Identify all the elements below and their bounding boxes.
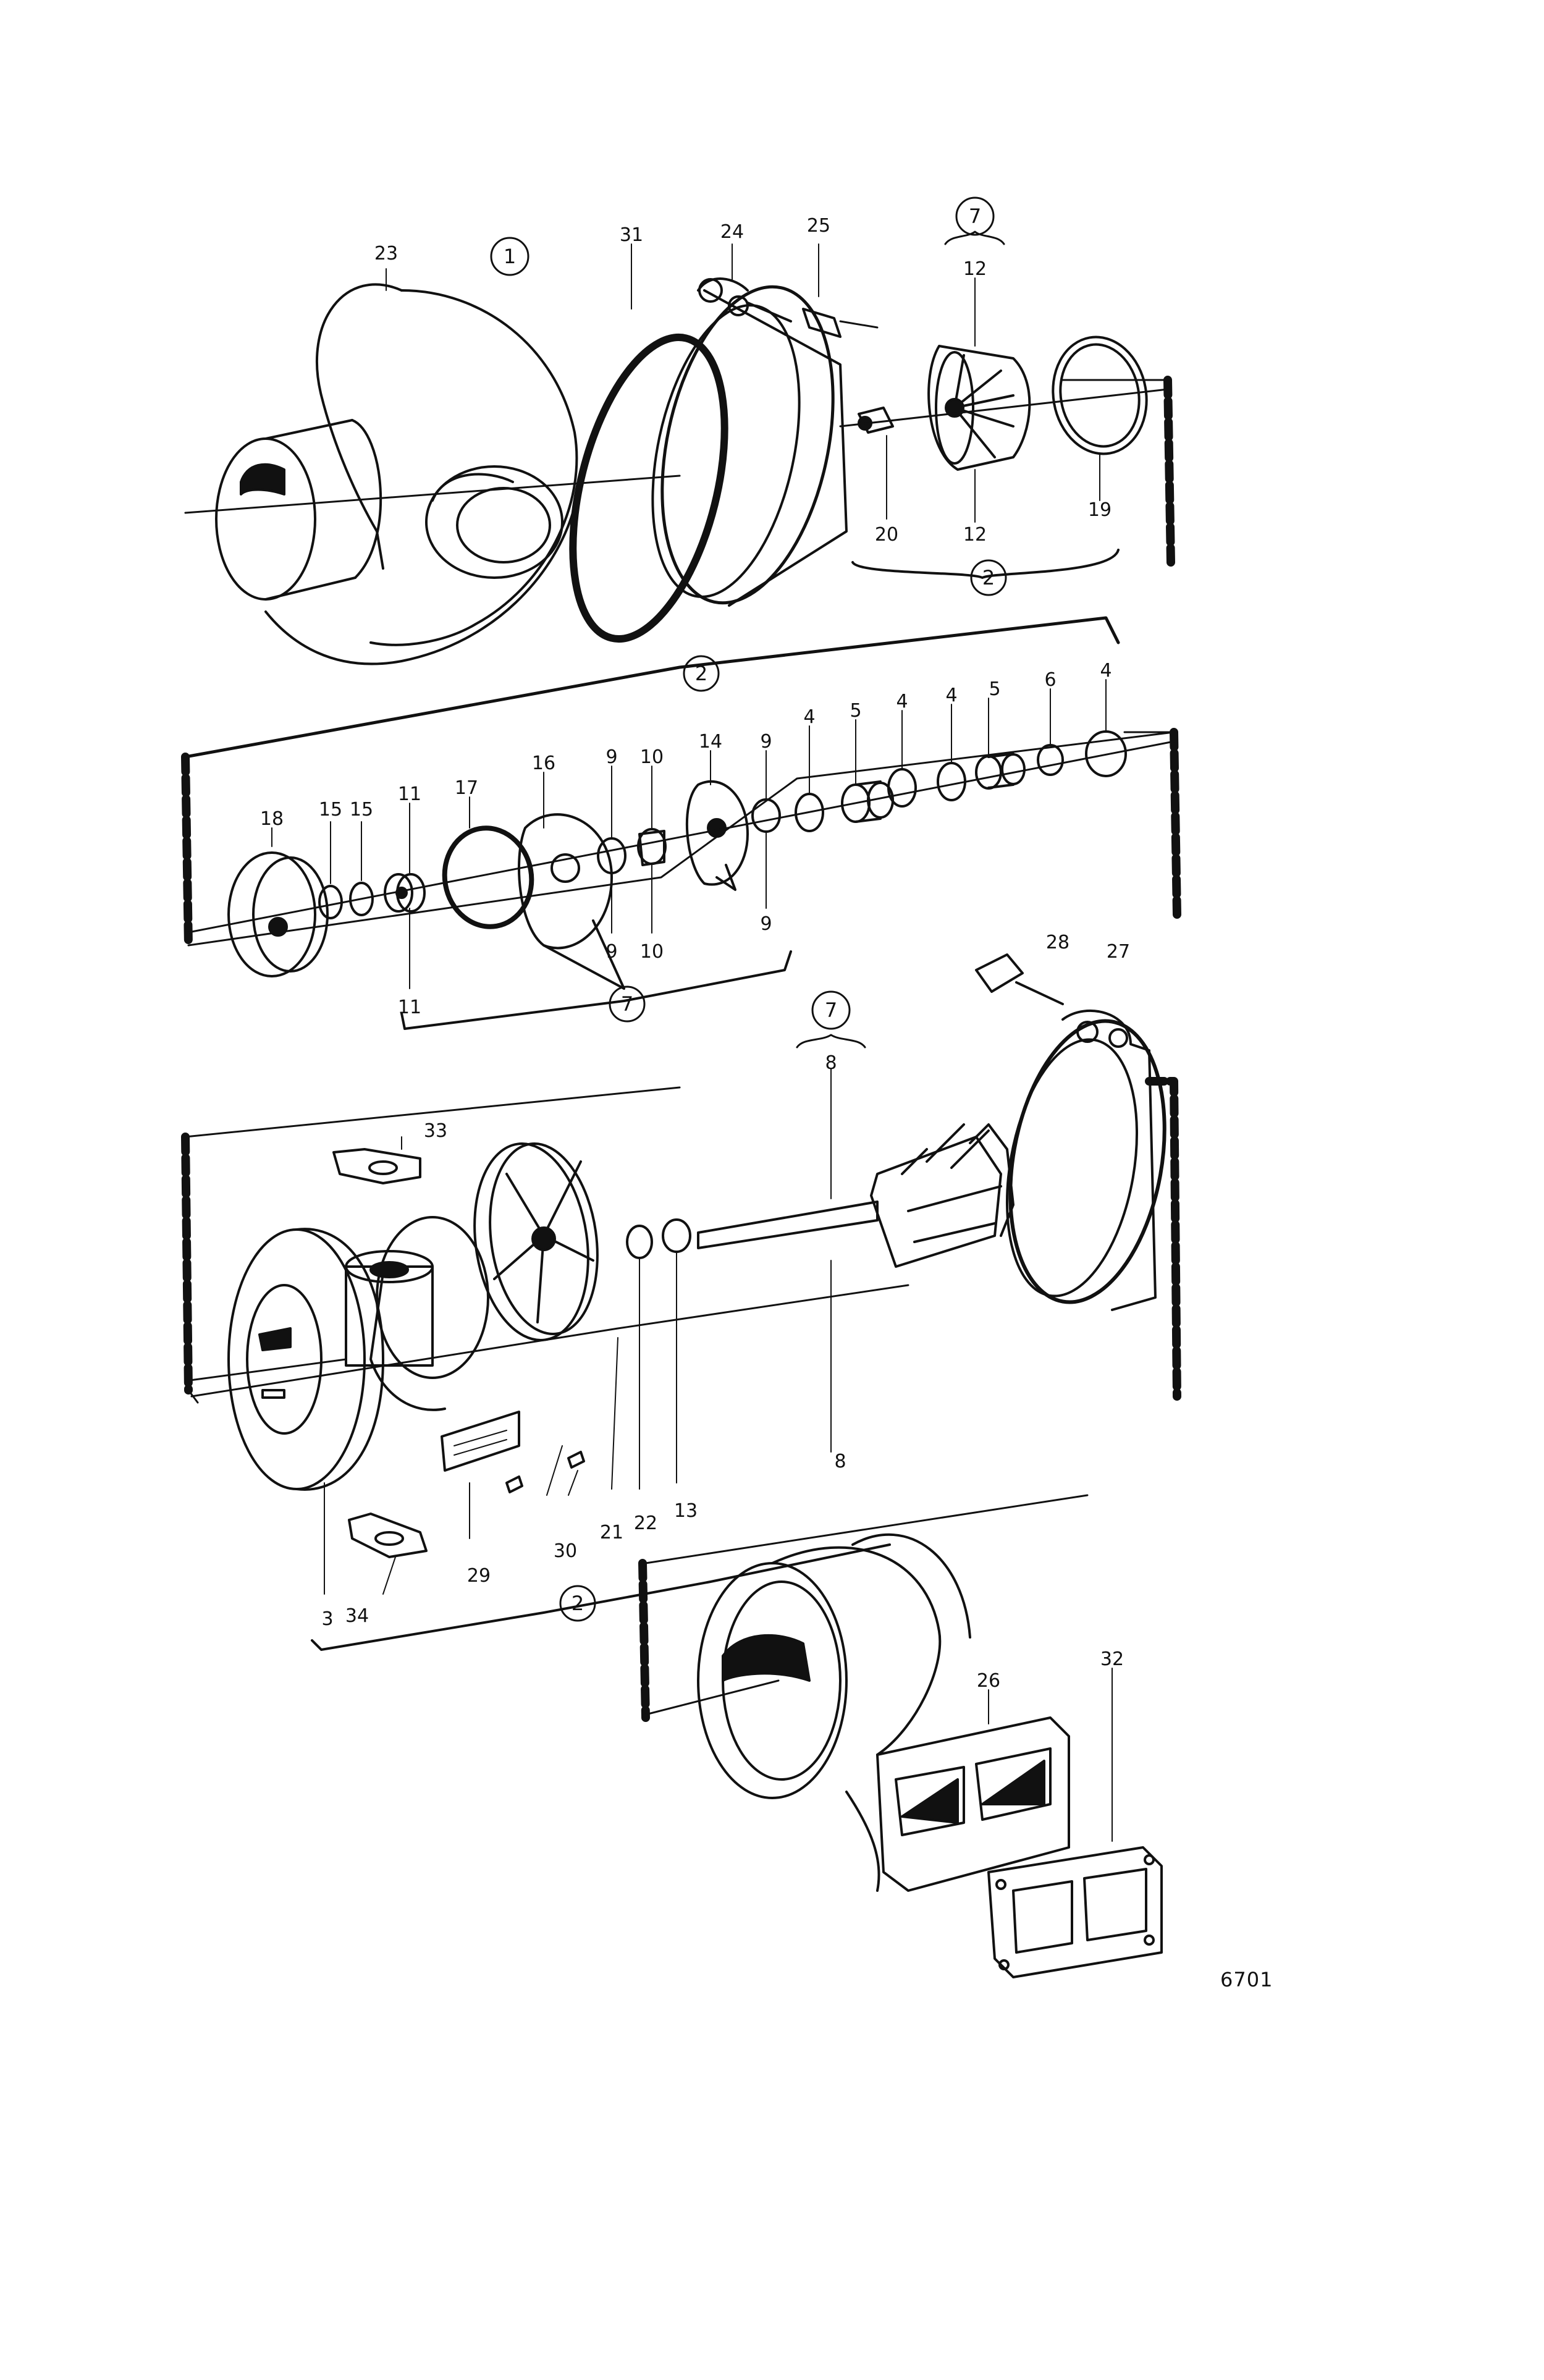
washer-9b — [751, 798, 781, 833]
compressor-wheel-12 — [927, 345, 1031, 471]
circlip-4b — [887, 768, 917, 808]
label-12b: 12 — [963, 524, 987, 546]
label-20: 20 — [875, 524, 898, 546]
label-10b: 10 — [640, 941, 664, 963]
label-33: 33 — [424, 1120, 447, 1142]
circlip-4c — [937, 762, 966, 801]
label-4a: 4 — [803, 706, 815, 728]
label-19: 19 — [1088, 499, 1112, 521]
label-8a: 8 — [825, 1052, 837, 1074]
compressor-cover-23 — [184, 283, 681, 665]
label-30: 30 — [554, 1540, 577, 1562]
v-band-clamp-27 — [1005, 1010, 1166, 1311]
svg-text:2: 2 — [572, 1592, 584, 1615]
o-ring-31 — [569, 333, 728, 643]
nut-25 — [802, 308, 879, 338]
group-marker-7b: 7 — [609, 985, 646, 1023]
piston-ring-15b — [349, 882, 374, 916]
label-25: 25 — [807, 215, 830, 237]
figure-number: 6701 — [1220, 1968, 1273, 1991]
label-17: 17 — [455, 777, 478, 799]
label-4c: 4 — [945, 685, 957, 706]
svg-text:7: 7 — [621, 992, 633, 1016]
label-34: 34 — [345, 1605, 369, 1627]
label-14: 14 — [699, 731, 722, 753]
label-29: 29 — [467, 1565, 491, 1587]
group-marker-2c: 2 — [559, 1585, 596, 1622]
piston-ring-15a — [318, 885, 343, 919]
label-27: 27 — [1107, 941, 1130, 963]
data-plate-29 — [441, 1411, 520, 1472]
group-marker-7c: 7 — [796, 990, 866, 1049]
thrust-bearing-14 — [685, 780, 749, 891]
label-15a: 15 — [319, 799, 342, 821]
group-marker-1: 1 — [490, 237, 529, 276]
seal-ring-13 — [662, 1218, 691, 1253]
label-15b: 15 — [350, 799, 373, 821]
label-9a: 9 — [605, 746, 617, 768]
section-compressor-housing — [184, 243, 1175, 665]
label-3: 3 — [321, 1608, 333, 1630]
section-center-housing — [181, 953, 1181, 1651]
label-21: 21 — [600, 1522, 623, 1543]
circlip-19 — [1052, 335, 1148, 455]
label-28: 28 — [1046, 932, 1069, 953]
label-26: 26 — [977, 1670, 1000, 1692]
part-labels: 23 31 24 25 12 12 20 19 18 15 15 11 11 1… — [260, 215, 1130, 1692]
label-10a: 10 — [640, 746, 664, 768]
oil-gasket-33 — [332, 1148, 421, 1184]
svg-text:1: 1 — [504, 245, 516, 268]
label-9c: 9 — [760, 731, 772, 753]
group-marker-2b: 2 — [683, 655, 720, 692]
label-5a: 5 — [850, 700, 861, 722]
sleeve-10 — [637, 828, 667, 866]
group-marker-2a: 2 — [970, 559, 1007, 596]
v-band-clamp-24 — [651, 277, 848, 607]
label-32: 32 — [1100, 1648, 1124, 1670]
label-8b: 8 — [834, 1451, 846, 1472]
rivets-30 — [505, 1451, 585, 1493]
turbine-housing-26 — [697, 1533, 1070, 1892]
label-9b: 9 — [605, 941, 617, 963]
section-bearing-kit — [181, 616, 1181, 1030]
o-ring-17 — [442, 825, 534, 929]
svg-text:7: 7 — [969, 205, 981, 228]
label-12a: 12 — [963, 258, 987, 280]
label-11a: 11 — [398, 783, 421, 805]
oil-gasket-34 — [348, 1513, 428, 1558]
clamp-bolt-28 — [975, 953, 1064, 1005]
circlip-22 — [626, 1225, 653, 1259]
label-13: 13 — [674, 1500, 698, 1522]
label-16: 16 — [532, 753, 555, 774]
svg-text:7: 7 — [825, 998, 837, 1022]
label-4b: 4 — [896, 691, 908, 712]
label-23: 23 — [374, 243, 398, 264]
flinger-plate-18 — [227, 851, 329, 977]
label-5b: 5 — [989, 678, 1000, 700]
exhaust-gasket-32 — [987, 1846, 1163, 1978]
label-22: 22 — [634, 1513, 657, 1534]
bearing-housing — [345, 1216, 489, 1411]
label-4d: 4 — [1100, 660, 1112, 682]
label-9d: 9 — [760, 913, 772, 935]
label-31: 31 — [620, 224, 643, 246]
turbine-shaft-wheel-8 — [697, 1123, 1015, 1268]
label-18: 18 — [260, 808, 284, 830]
heat-shield-21 — [473, 1142, 599, 1341]
svg-text:2: 2 — [695, 662, 707, 685]
label-6: 6 — [1044, 669, 1056, 691]
sleeve-6 — [1037, 744, 1064, 776]
group-marker-7a: 7 — [944, 196, 1005, 245]
label-24: 24 — [720, 221, 744, 243]
turbine-housing-3 — [184, 1228, 384, 1491]
section-turbine-housing — [638, 1494, 1163, 1978]
svg-text:2: 2 — [982, 566, 995, 589]
thrust-plate-16 — [518, 813, 625, 990]
label-11b: 11 — [398, 997, 421, 1018]
